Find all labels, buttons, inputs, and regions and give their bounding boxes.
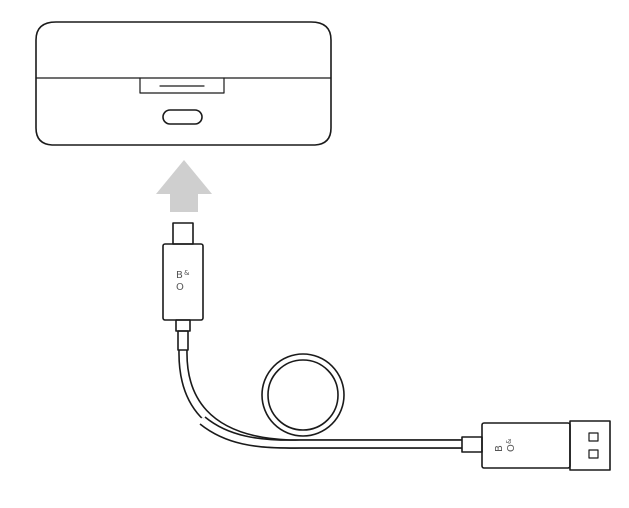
bang-olufsen-logo-icon: B & O	[176, 269, 190, 293]
usb-c-connector-icon: B & O	[162, 222, 204, 351]
bang-olufsen-logo-icon: B & O	[494, 438, 517, 452]
usb-c-port-icon	[162, 109, 203, 125]
svg-text:B: B	[494, 445, 505, 452]
usb-a-connector-icon: B & O	[461, 420, 611, 471]
svg-text:B: B	[176, 270, 183, 281]
charging-case-icon	[35, 21, 332, 146]
svg-text:&: &	[184, 269, 190, 277]
svg-text:O: O	[176, 282, 184, 293]
cable-icon	[178, 349, 462, 449]
svg-text:&: &	[505, 438, 513, 444]
svg-text:O: O	[506, 444, 517, 452]
upload-arrow-icon	[156, 160, 212, 212]
